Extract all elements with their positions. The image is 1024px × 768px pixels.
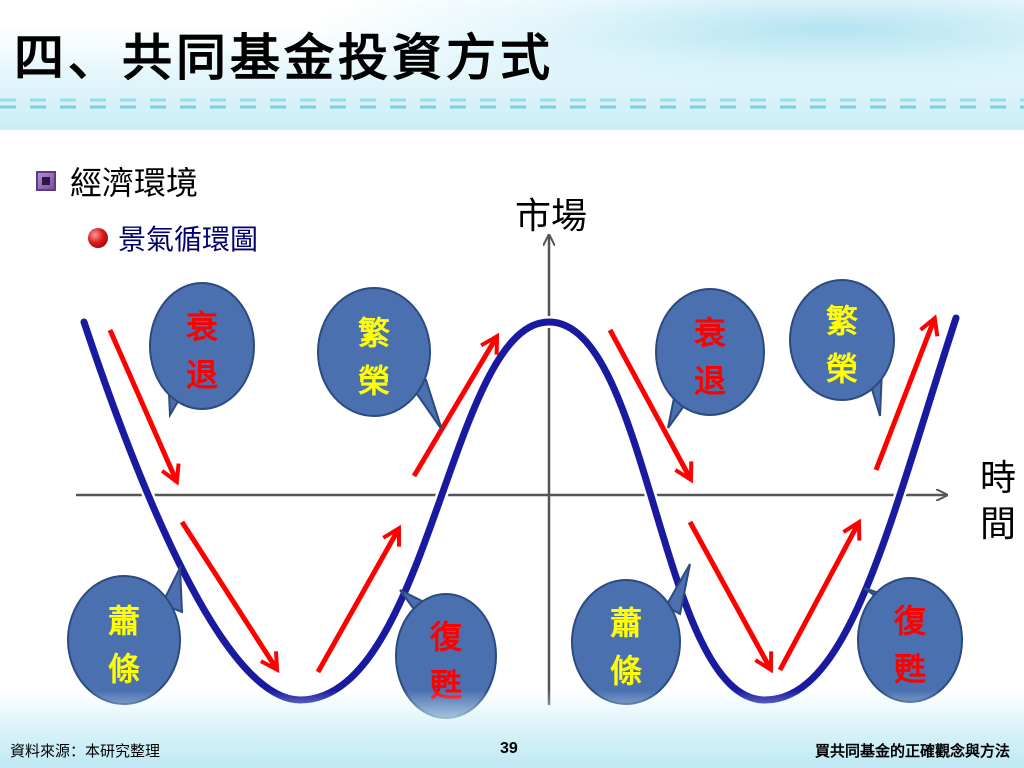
arrow-recovery-1 [315, 530, 398, 674]
dash-divider [0, 98, 1024, 109]
bubble-depression-2-char1: 蕭 [610, 604, 642, 642]
bubble-depression-1-char2: 條 [108, 650, 140, 688]
bubble-depression-2-char2: 條 [610, 652, 642, 690]
bubble-recession-2: 衰 退 [655, 288, 765, 429]
y-axis-label: 市場 [515, 196, 587, 237]
bubble-prosperity-1-char1: 繁 [358, 314, 390, 352]
bubble-recession-1: 衰 退 [149, 282, 255, 419]
bubble-prosperity-2-char2: 榮 [826, 350, 858, 388]
arrow-prosperity-1 [411, 338, 496, 478]
bubble-recession-2-char1: 衰 [694, 314, 726, 352]
bubble-depression-2: 蕭 條 [571, 563, 691, 705]
x-axis-label-line2: 間 [980, 504, 1016, 545]
bullet-economic-environment: 經濟環境 [36, 158, 198, 204]
bubble-recession-1-char2: 退 [186, 356, 218, 394]
arrow-recovery-2 [777, 524, 858, 672]
bubble-prosperity-2-char1: 繁 [826, 302, 858, 340]
bubble-recovery-2-char1: 復 [893, 602, 927, 640]
footer-band [0, 690, 1024, 768]
bubble-recovery-2-char2: 甦 [894, 650, 926, 688]
bubble-prosperity-1: 繁 榮 [317, 287, 443, 431]
bubble-recovery-2: 復 甦 [857, 577, 963, 703]
bubble-recession-1-char1: 衰 [186, 308, 218, 346]
bullet-business-cycle: 景氣循環圖 [88, 218, 258, 258]
bubble-depression-1-char1: 蕭 [108, 602, 140, 640]
bullet1-label: 經濟環境 [70, 164, 199, 202]
arrow-recession-2 [607, 328, 690, 478]
bubble-prosperity-2: 繁 榮 [789, 279, 895, 417]
title-swoosh [300, 0, 1024, 95]
x-axis-label-line1: 時 [980, 458, 1016, 499]
bullet2-label: 景氣循環圖 [118, 223, 259, 256]
round-bullet-icon [88, 228, 108, 248]
page-number: 39 [500, 740, 518, 757]
footer-source: 資料來源：本研究整理 [10, 742, 161, 760]
bubble-recession-2-char2: 退 [694, 362, 726, 400]
square-bullet-icon [36, 171, 56, 191]
bubble-recovery-1-char1: 復 [429, 618, 463, 656]
footer-title: 買共同基金的正確觀念與方法 [814, 742, 1010, 760]
arrow-depression-2 [687, 520, 770, 668]
bubble-prosperity-1-char2: 榮 [358, 362, 390, 400]
arrow-prosperity-2 [873, 320, 934, 471]
arrow-depression-1 [179, 520, 276, 668]
slide-title: 四、共同基金投資方式 [14, 28, 554, 87]
cycle-curve [80, 314, 960, 704]
bubble-depression-1: 蕭 條 [67, 564, 184, 705]
arrow-recession-1 [107, 328, 176, 480]
